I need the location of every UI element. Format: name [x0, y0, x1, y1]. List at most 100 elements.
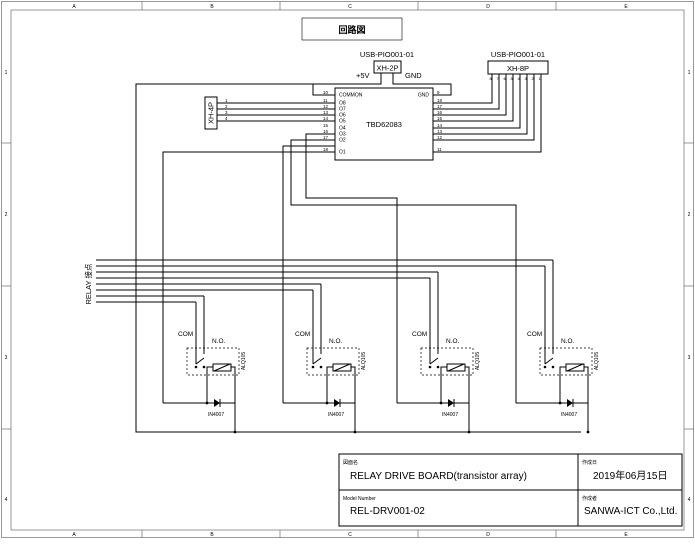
ic-pin-number: 12 — [437, 135, 443, 140]
col-label-bottom-c: C — [348, 532, 352, 538]
col-label-bottom-a: A — [72, 532, 76, 538]
relay-no-label: N.O. — [212, 338, 226, 345]
relay-no-label: N.O. — [561, 338, 575, 345]
signal-pin-label: 1 — [539, 76, 542, 81]
ic-pin-number: 18 — [437, 98, 443, 103]
signal-pin-label: 4 — [518, 76, 521, 81]
relay-com-label: COM — [178, 331, 193, 338]
ic-pin-name: O8 — [339, 101, 346, 107]
date-value: 2019年06月15日 — [593, 469, 668, 482]
signal-pin-label: 7 — [497, 76, 500, 81]
relay-part-label: ALQ105 — [361, 352, 367, 371]
title-block: 図面名 RELAY DRIVE BOARD(transistor array) … — [338, 453, 683, 527]
relay-com-label: COM — [295, 331, 310, 338]
col-label-bottom-d: D — [486, 532, 490, 538]
ic-pin-number: 9 — [437, 90, 440, 95]
signal-connector-label: XH-8P — [507, 64, 529, 73]
signal-pin-label: 2 — [532, 76, 535, 81]
relay-part-label: ALQ105 — [475, 352, 481, 371]
row-label-right-1: 1 — [688, 70, 691, 76]
model-number-label: Model Number — [343, 496, 376, 502]
relay-contacts-label: RELAY 接点 — [83, 263, 93, 304]
relay-part-label: ALQ105 — [241, 352, 247, 371]
ic-pin-number: 16 — [437, 110, 443, 115]
relay-com-label: COM — [527, 331, 542, 338]
ic-pin-number: 11 — [437, 147, 442, 152]
row-label-right-2: 2 — [688, 212, 691, 218]
input-pin-label: 3 — [225, 110, 228, 115]
ic-pin-name: COMMON — [339, 93, 363, 99]
ic-pin-number: 14 — [437, 123, 443, 128]
relay-outline — [420, 347, 474, 376]
col-label-top-d: D — [486, 4, 490, 10]
ic-pin-number: 17 — [437, 104, 443, 109]
relay-no-label: N.O. — [329, 338, 343, 345]
row-label-left-2: 2 — [5, 212, 8, 218]
diode-symbol — [448, 399, 454, 407]
col-label-top-c: C — [348, 4, 352, 10]
title-box — [301, 17, 403, 41]
input-connector — [204, 96, 218, 130]
ic-pin-number: 17 — [323, 135, 329, 140]
wiring — [96, 73, 581, 433]
ic-part-label: TBD62083 — [366, 120, 402, 129]
power-plus-label: +5V — [356, 71, 370, 80]
ic-pin-name: O2 — [339, 138, 346, 144]
diode-symbol — [334, 399, 340, 407]
col-label-bottom-e: E — [624, 532, 628, 538]
power-source-label: USB-PIO001-01 — [360, 50, 414, 59]
row-label-right-4: 4 — [688, 497, 691, 503]
relay-no-label: N.O. — [446, 338, 460, 345]
ic-pin-name: O5 — [339, 119, 346, 125]
ic-pin-name: O4 — [339, 126, 346, 132]
power-connector-label: XH-2P — [376, 64, 398, 73]
input-pin-label: 2 — [225, 104, 228, 109]
date-label: 作成日 — [582, 459, 597, 466]
ic-pin-number: 13 — [437, 129, 443, 134]
input-pin-label: 4 — [225, 116, 228, 121]
signal-connector — [487, 60, 549, 75]
relay-outline — [186, 347, 240, 376]
ic-pin-number: 16 — [323, 129, 329, 134]
ic-pin-number: 10 — [323, 90, 329, 95]
ic-pin-number: 14 — [323, 116, 329, 121]
relay-outline — [539, 347, 593, 376]
row-label-right-3: 3 — [688, 355, 691, 361]
ic-pin-number: 12 — [323, 104, 329, 109]
relay-part-label: ALQ105 — [594, 352, 600, 371]
ic-pin-name: O1 — [339, 150, 346, 156]
relay-stages: COMN.O.ALQ105IN4007COMN.O.ALQ105IN4007CO… — [163, 260, 600, 434]
ic-pin-number: 18 — [323, 147, 329, 152]
author-label: 作成者 — [582, 495, 597, 502]
ic-body — [334, 87, 434, 161]
row-label-left-3: 3 — [5, 355, 8, 361]
diode-part-label: IN4007 — [561, 412, 577, 418]
author-value: SANWA-ICT Co.,Ltd. — [584, 506, 677, 517]
ic-pin-number: 13 — [323, 110, 329, 115]
ic-pin-number: 15 — [323, 123, 329, 128]
ic-pin-name: O7 — [339, 107, 346, 113]
inner-border — [10, 9, 685, 531]
diode-part-label: IN4007 — [442, 412, 458, 418]
ic-pin-number: 11 — [323, 98, 328, 103]
relay-outline — [306, 347, 360, 376]
col-label-bottom-b: B — [210, 532, 214, 538]
ic-pin-number: 15 — [437, 116, 443, 121]
diode-part-label: IN4007 — [208, 412, 224, 418]
power-gnd-label: GND — [405, 71, 422, 80]
col-label-top-e: E — [624, 4, 628, 10]
signal-pin-label: 5 — [511, 76, 514, 81]
drawing-name-label: 図面名 — [343, 459, 358, 466]
model-number: REL-DRV001-02 — [350, 506, 425, 517]
signal-pin-label: 3 — [525, 76, 528, 81]
input-pin-label: 1 — [225, 98, 228, 103]
